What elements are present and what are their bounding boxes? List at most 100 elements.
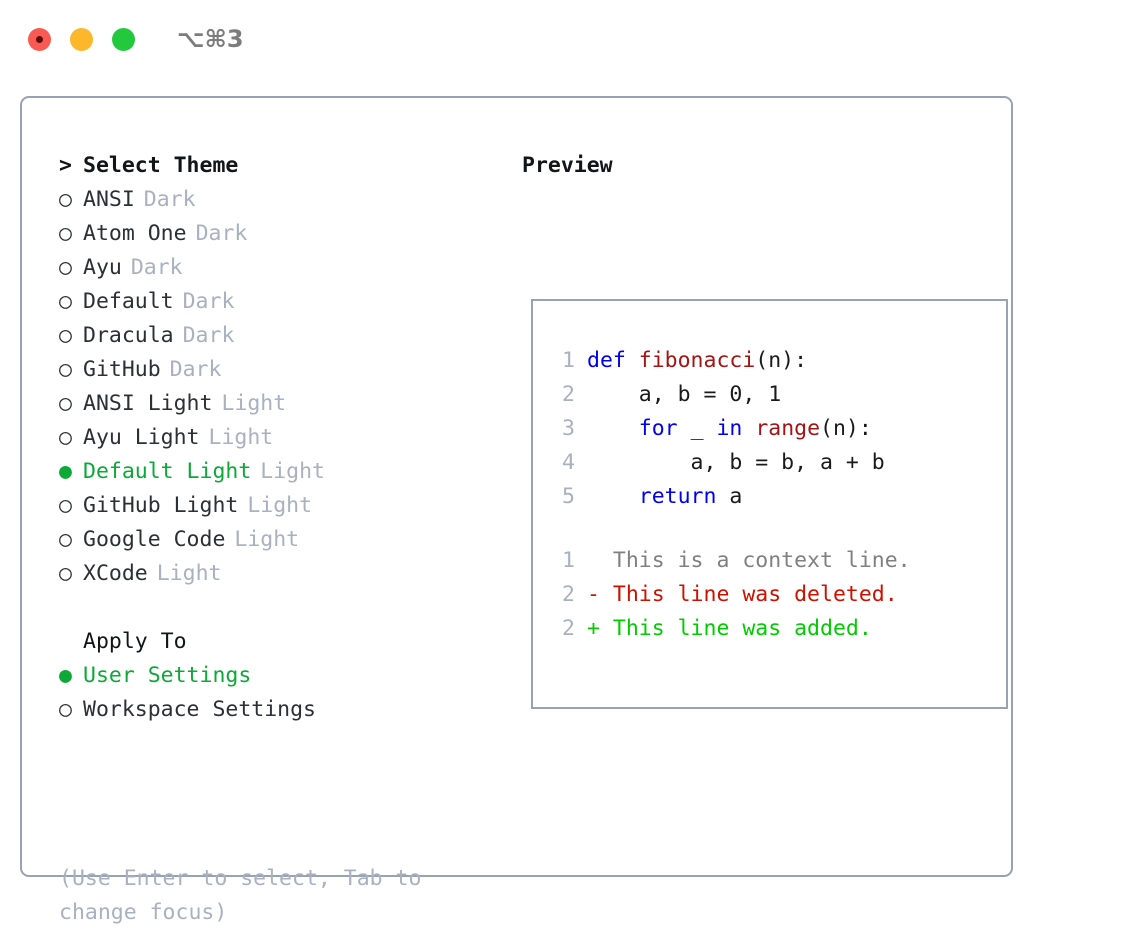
code-line: 3 for _ in range(n): <box>553 412 911 446</box>
window-title: ⌥⌘3 <box>177 25 244 53</box>
theme-list-item[interactable]: ○ Ayu Dark <box>59 251 499 285</box>
theme-kind-badge: Dark <box>130 255 183 280</box>
theme-kind-badge: Light <box>260 459 326 484</box>
select-theme-label: Select Theme <box>83 153 239 178</box>
theme-kind-badge: Light <box>208 425 274 450</box>
radio-unselected-icon[interactable]: ○ <box>59 221 72 246</box>
theme-name: ANSI <box>83 187 135 212</box>
select-theme-header: > Select Theme <box>59 149 499 183</box>
theme-list-item[interactable]: ○ Google Code Light <box>59 523 499 557</box>
radio-unselected-icon[interactable]: ○ <box>59 425 72 450</box>
theme-list-item[interactable]: ● Default Light Light <box>59 455 499 489</box>
preview-title: Preview <box>522 153 613 178</box>
diff-text: This line was deleted. <box>599 582 898 607</box>
keyboard-hint-line1: (Use Enter to select, Tab to <box>59 866 422 891</box>
section-spacer <box>59 591 499 625</box>
code-token: return <box>638 484 717 509</box>
theme-name: Default Light <box>83 459 252 484</box>
caret-icon: > <box>59 153 72 178</box>
apply-to-option-label: User Settings <box>83 663 252 688</box>
keyboard-hint-line2: change focus) <box>59 900 228 925</box>
diff-line-number: 2 <box>562 616 575 641</box>
diff-line: 2+ This line was added. <box>553 612 911 646</box>
apply-to-option[interactable]: ○ Workspace Settings <box>59 693 499 727</box>
apply-to-header: ○ Apply To <box>59 625 499 659</box>
diff-text: This is a context line. <box>599 548 911 573</box>
code-token: range <box>755 416 821 441</box>
theme-list-item[interactable]: ○ XCode Light <box>59 557 499 591</box>
theme-kind-badge: Light <box>221 391 287 416</box>
theme-name: ANSI Light <box>83 391 213 416</box>
theme-list-item[interactable]: ○ ANSI Light Light <box>59 387 499 421</box>
theme-kind-badge: Light <box>234 527 300 552</box>
radio-unselected-icon[interactable]: ○ <box>59 289 72 314</box>
maximize-button-icon[interactable] <box>112 27 135 51</box>
code-token: a, b = 0, 1 <box>587 382 782 407</box>
traffic-light-group <box>28 27 135 51</box>
apply-to-option[interactable]: ● User Settings <box>59 659 499 693</box>
code-line: 5 return a <box>553 480 911 514</box>
theme-name: Atom One <box>83 221 187 246</box>
theme-name: XCode <box>83 561 148 586</box>
minimize-button-icon[interactable] <box>70 27 93 51</box>
apply-to-option-label: Workspace Settings <box>83 697 316 722</box>
keyboard-hint: (Use Enter to select, Tab to change focu… <box>59 862 479 930</box>
diff-marker: - <box>587 582 600 607</box>
code-line: 4 a, b = b, a + b <box>553 446 911 480</box>
code-token: fibonacci <box>638 348 756 373</box>
code-token: _ <box>677 416 717 441</box>
apply-to-label: Apply To <box>83 629 187 654</box>
radio-unselected-icon[interactable]: ○ <box>59 391 72 416</box>
preview-column: Preview <box>522 149 613 183</box>
code-line-number: 5 <box>562 484 575 509</box>
diff-line-number: 2 <box>562 582 575 607</box>
radio-unselected-icon[interactable]: ○ <box>59 697 72 722</box>
radio-unselected-icon[interactable]: ○ <box>59 187 72 212</box>
code-token: a, b = b, a + b <box>587 450 885 475</box>
apply-to-options: ● User Settings ○ Workspace Settings <box>59 659 499 727</box>
code-token <box>587 416 639 441</box>
code-line-number: 1 <box>562 348 575 373</box>
theme-list-item[interactable]: ○ GitHub Light Light <box>59 489 499 523</box>
radio-unselected-icon[interactable]: ○ <box>59 255 72 280</box>
code-token <box>587 484 639 509</box>
theme-kind-badge: Dark <box>182 323 235 348</box>
window-titlebar: ⌥⌘3 <box>0 0 1140 78</box>
theme-name: Ayu Light <box>83 425 200 450</box>
theme-name: GitHub <box>83 357 161 382</box>
code-token: in <box>716 416 743 441</box>
theme-name: Ayu <box>83 255 122 280</box>
radio-unselected-icon[interactable]: ○ <box>59 357 72 382</box>
radio-unselected-icon[interactable]: ○ <box>59 561 72 586</box>
code-token: (n): <box>820 416 872 441</box>
diff-line: 2- This line was deleted. <box>553 578 911 612</box>
theme-name: Google Code <box>83 527 226 552</box>
diff-marker <box>587 548 600 573</box>
apply-to-indent: ○ <box>59 625 83 659</box>
radio-unselected-icon[interactable]: ○ <box>59 323 72 348</box>
code-token: a <box>716 484 743 509</box>
code-diff-separator <box>553 514 911 544</box>
radio-selected-icon[interactable]: ● <box>59 459 72 484</box>
theme-name: Default <box>83 289 174 314</box>
theme-list-item[interactable]: ○ Ayu Light Light <box>59 421 499 455</box>
theme-kind-badge: Light <box>247 493 313 518</box>
diff-marker: + <box>587 616 600 641</box>
theme-name: GitHub Light <box>83 493 239 518</box>
theme-kind-badge: Light <box>156 561 222 586</box>
close-button-icon[interactable] <box>28 27 51 51</box>
code-token: (n): <box>755 348 808 373</box>
diff-line: 1 This is a context line. <box>553 544 911 578</box>
radio-selected-icon[interactable]: ● <box>59 663 72 688</box>
radio-unselected-icon[interactable]: ○ <box>59 493 72 518</box>
code-line-number: 3 <box>562 416 575 441</box>
radio-unselected-icon[interactable]: ○ <box>59 527 72 552</box>
code-token <box>742 416 755 441</box>
